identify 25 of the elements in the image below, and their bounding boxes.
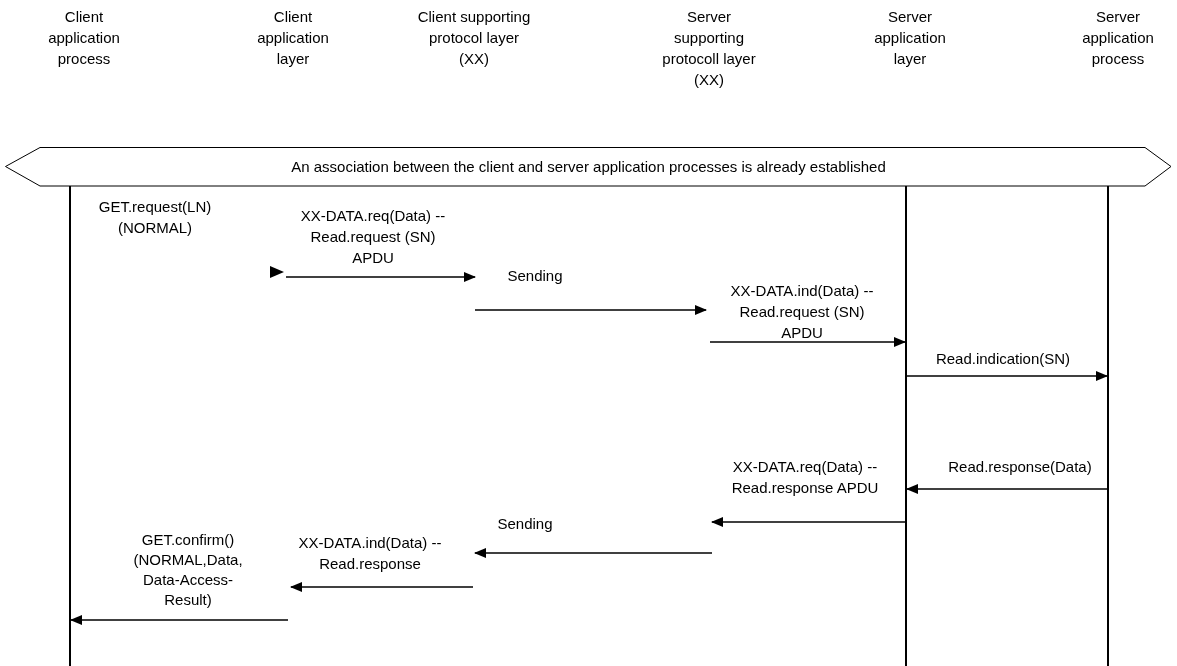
association-banner: An association between the client and server application processes is already established [5,147,1172,187]
edge-label: Read.indication(SN) [934,349,1072,369]
lifeline [1107,186,1109,666]
participant-label: Client supporting protocol layer (XX) [416,6,532,69]
participant-label: Server application process [1070,6,1166,69]
participant-label: Server application layer [862,6,958,69]
participant-label: Client application process [36,6,132,69]
arrow [709,337,906,347]
participant-label: Server supporting protocoll layer (XX) [651,6,767,90]
arrow [906,371,1108,381]
arrow [906,484,1108,494]
message-label: GET.request(LN) (NORMAL) [97,197,213,238]
edge-label: GET.confirm() (NORMAL,Data, Data-Access-Result) [132,530,244,610]
edge-label: XX-DATA.ind(Data) -- Read.request (SN) APDU [729,281,875,343]
arrow [711,517,906,527]
message-label: XX-DATA.ind(Data) -- Read.response [297,533,443,574]
edge-label: XX-DATA.req(Data) -- Read.response APDU [730,457,880,498]
lifeline [69,186,71,666]
lifeline [905,186,907,666]
message-label: Sending [496,514,554,534]
participant-label: Client application layer [245,6,341,69]
message-label: Sending [506,266,564,286]
arrow [70,615,289,625]
edge-label: Read.response(Data) [947,457,1093,477]
message-label: XX-DATA.req(Data) -- Read.request (SN) APDU [299,206,447,268]
